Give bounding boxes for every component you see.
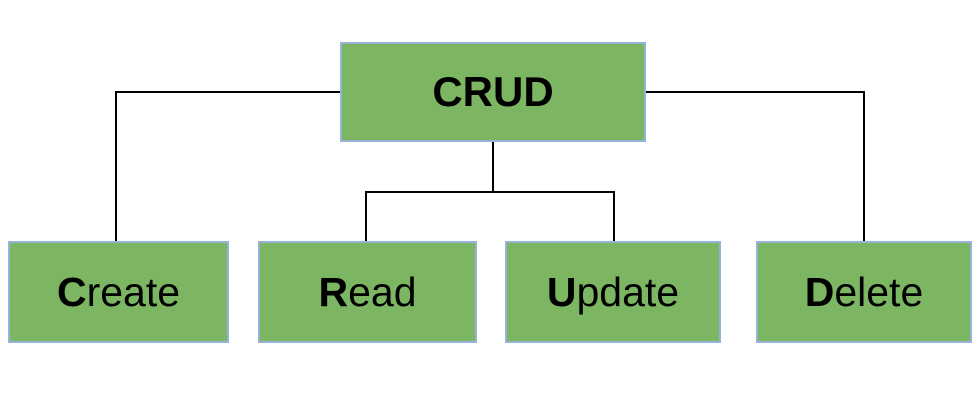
node-delete: Delete (756, 241, 972, 343)
node-update: Update (505, 241, 721, 343)
connector-crud-create (115, 91, 340, 241)
node-read-label-rest: ead (348, 268, 417, 315)
connector-read-update-branch (365, 191, 615, 241)
node-update-label-rest: pdate (576, 268, 680, 315)
node-update-label: Update (547, 269, 679, 316)
node-read-label-bold: R (318, 268, 349, 315)
node-read: Read (258, 241, 477, 343)
node-delete-label: Delete (805, 269, 924, 316)
connector-crud-delete (646, 91, 865, 241)
node-update-label-bold: U (546, 268, 577, 315)
node-read-label: Read (318, 269, 416, 316)
node-create-label-bold: C (56, 268, 87, 315)
node-crud: CRUD (340, 42, 646, 142)
node-crud-label: CRUD (432, 68, 554, 115)
node-delete-label-bold: D (804, 268, 835, 315)
node-create-label: Create (57, 269, 180, 316)
node-delete-label-rest: elete (834, 268, 924, 315)
node-create: Create (8, 241, 229, 343)
node-create-label-rest: reate (86, 268, 181, 315)
